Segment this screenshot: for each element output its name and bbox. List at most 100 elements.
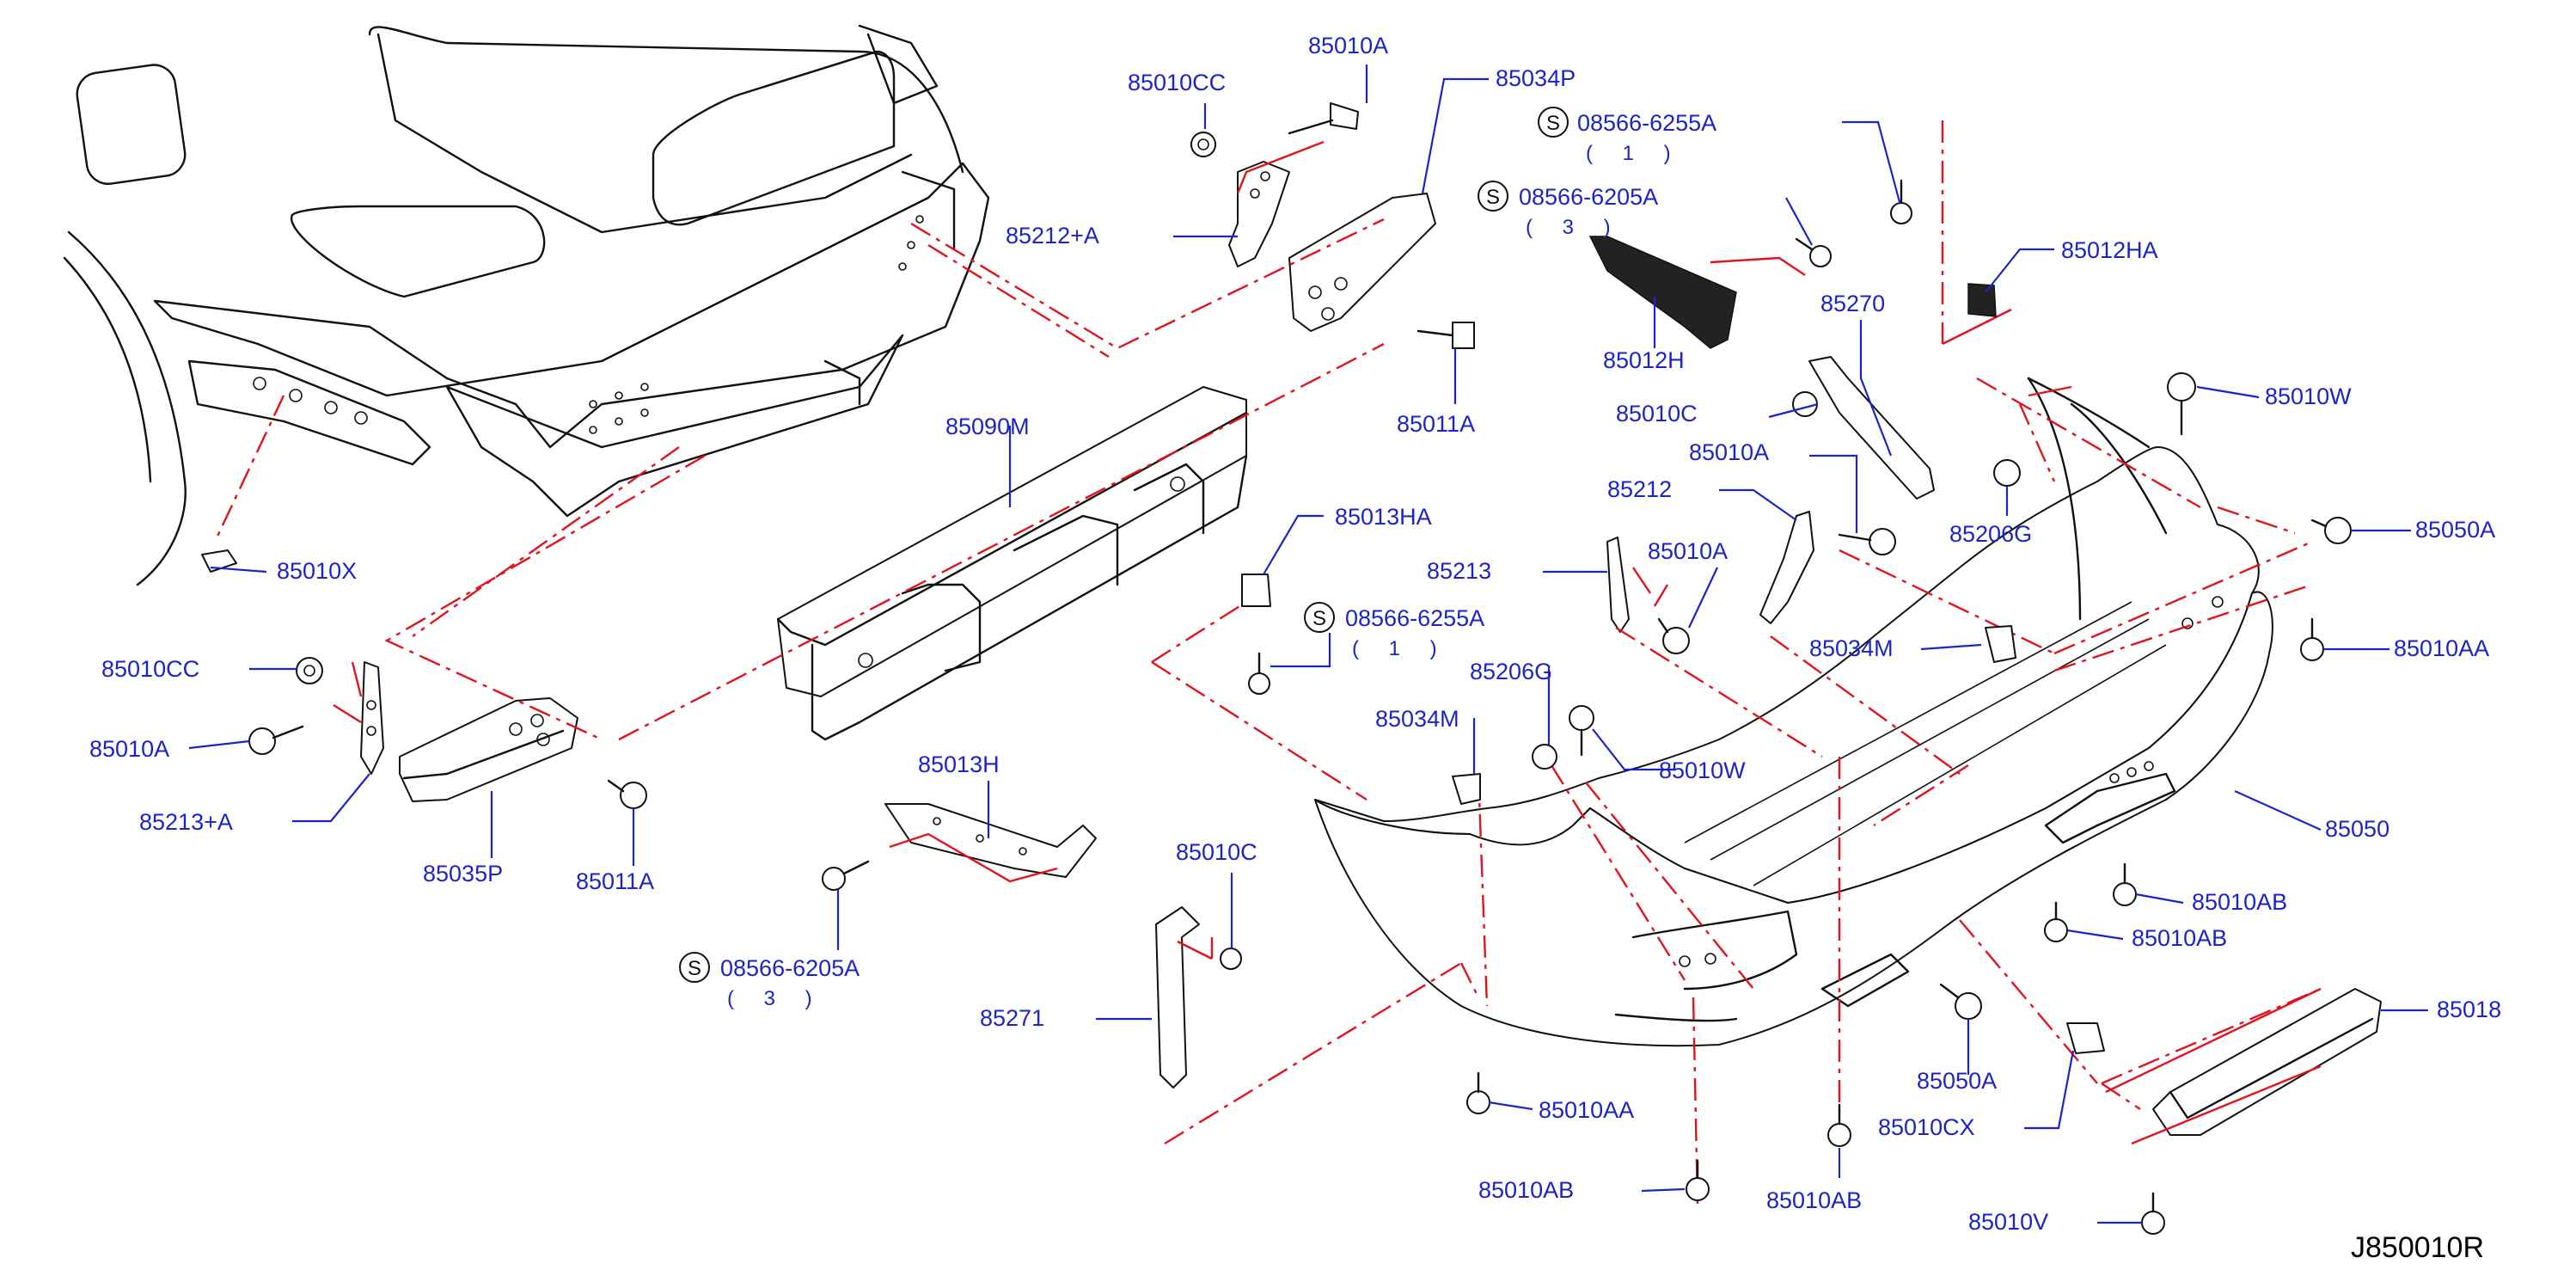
bracket-85013H: [884, 803, 1097, 878]
screw-callout-3: S 08566-6255A ( 1 ): [1304, 602, 1484, 660]
screw-symbol-2: S: [1486, 186, 1500, 209]
vehicle-rear-body: [63, 24, 990, 586]
screw-callout-2: S 08566-6205A ( 3 ): [1478, 181, 1658, 239]
screw-code-1: 08566-6255A: [1577, 110, 1716, 136]
leader-lines: [188, 64, 2428, 1224]
label-85270: 85270: [1820, 291, 1885, 316]
bolt-85010A-left: [248, 725, 304, 755]
bracket-85271: [1155, 906, 1200, 1089]
label-85010C-mid: 85010C: [1176, 839, 1257, 865]
label-85212: 85212: [1607, 476, 1672, 502]
screw-symbol-4: S: [688, 957, 701, 980]
label-85034P: 85034P: [1496, 65, 1576, 91]
label-85010AB-bot2: 85010AB: [1766, 1187, 1862, 1213]
label-85012HA: 85012HA: [2061, 237, 2158, 263]
garnish-85018: [2152, 988, 2382, 1136]
nut-85010C-mid: [1220, 948, 1242, 970]
clip-85010W-mid: [1569, 705, 1594, 757]
label-85010A-mid: 85010A: [1648, 538, 1728, 564]
label-85050A-right: 85050A: [2415, 517, 2495, 543]
label-85011A-left: 85011A: [576, 868, 654, 894]
bolt-85011A-left: [607, 779, 647, 809]
screw-qty-1: ( 1 ): [1586, 142, 1683, 165]
label-85010AA-right: 85010AA: [2394, 635, 2489, 661]
hardware: [201, 102, 2352, 1235]
label-85010AA-bot: 85010AA: [1539, 1097, 1634, 1123]
diagram-code: J850010R: [2351, 1231, 2484, 1264]
label-85018: 85018: [2437, 997, 2501, 1022]
label-85206G-right: 85206G: [1949, 521, 2032, 547]
label-85050A-bot: 85050A: [1917, 1068, 1997, 1094]
bolt-85010AA-bot: [1466, 1071, 1490, 1114]
label-85011A-right: 85011A: [1397, 411, 1475, 437]
clip-85010CX: [2066, 1022, 2105, 1054]
grommet-85206G-mid: [1532, 744, 1557, 770]
label-85010X: 85010X: [277, 558, 357, 584]
label-85010CC-left: 85010CC: [101, 656, 199, 682]
label-85010A-top: 85010A: [1308, 33, 1388, 58]
screw-08566-6255A-top: [1890, 179, 1912, 224]
label-85035P: 85035P: [423, 861, 503, 886]
label-85010W-right: 85010W: [2265, 383, 2352, 409]
screw-code-4: 08566-6205A: [720, 955, 860, 981]
grommet-85206G-right: [1993, 459, 2021, 487]
bracket-85270: [1808, 356, 1935, 500]
label-85013HA: 85013HA: [1335, 504, 1432, 530]
screw-callout-4: S 08566-6205A ( 3 ): [679, 952, 860, 1010]
callout-lines: [213, 120, 2322, 1205]
screw-symbol-3: S: [1312, 607, 1326, 630]
label-85034M-right: 85034M: [1809, 635, 1894, 661]
bolt-85010A-mid: [1657, 617, 1690, 654]
label-85010W-mid: 85010W: [1659, 758, 1746, 783]
label-85010AB-r1: 85010AB: [2192, 889, 2287, 915]
screw-qty-2: ( 3 ): [1526, 216, 1623, 239]
label-85213: 85213: [1427, 558, 1491, 584]
label-85212A: 85212+A: [1006, 223, 1099, 248]
bolt-85010A-top: [1288, 102, 1359, 135]
bracket-85212A: [1228, 161, 1290, 267]
bolt-85010AB-bot2: [1827, 1103, 1851, 1147]
clip-85034M-mid: [1452, 773, 1481, 805]
label-85010CC-top: 85010CC: [1128, 70, 1226, 95]
clip-85013HA: [1241, 574, 1271, 607]
bracket-85213: [1606, 537, 1630, 633]
label-85090M: 85090M: [945, 414, 1030, 439]
bolt-85010AB-r1: [2113, 862, 2137, 906]
clip-85010W-right: [2167, 372, 2196, 436]
bolt-85011A-right: [1416, 322, 1475, 349]
screw-08566-6205A-left: [822, 860, 870, 891]
label-85010A-left: 85010A: [89, 736, 169, 762]
label-85271: 85271: [980, 1005, 1044, 1031]
screw-08566-6205A-right: [1795, 237, 1832, 267]
screw-qty-3: ( 1 ): [1352, 637, 1449, 660]
label-85010AB-bot: 85010AB: [1478, 1177, 1574, 1203]
label-85010AB-r2: 85010AB: [2132, 925, 2227, 951]
clip-85010X: [201, 549, 237, 573]
label-85010V: 85010V: [1968, 1209, 2048, 1235]
bracket-85034P: [1288, 193, 1436, 332]
label-85010CX: 85010CX: [1878, 1114, 1975, 1140]
bracket-85035P: [399, 697, 578, 802]
part-labels: 85010CC 85010A 85034P 85212+A 85011A 850…: [89, 33, 2501, 1235]
bracket-85012H: [1588, 236, 1737, 349]
label-85012H: 85012H: [1603, 347, 1685, 373]
bolt-85010V: [2141, 1192, 2165, 1235]
bolt-85010AB-r2: [2044, 901, 2068, 942]
bolt-85050A-right: [2310, 517, 2352, 544]
nut-85010CC-top: [1190, 132, 1216, 157]
bolt-85010AB-bot: [1686, 1159, 1710, 1201]
clip-85034M-right: [1985, 625, 2016, 663]
label-85010C-right: 85010C: [1616, 401, 1698, 426]
screw-qty-4: ( 3 ): [727, 987, 824, 1010]
label-85206G-mid: 85206G: [1470, 659, 1552, 684]
bumper-reinforcement: [776, 386, 1248, 741]
bolt-85050A-bot: [1939, 983, 1982, 1020]
nut-85010C-right: [1792, 391, 1818, 417]
label-85013H: 85013H: [918, 751, 1000, 777]
screw-symbol-1: S: [1546, 112, 1560, 135]
bracket-85212: [1759, 511, 1814, 624]
label-85050: 85050: [2325, 816, 2389, 842]
label-85213A: 85213+A: [139, 809, 233, 835]
clip-85012HA: [1967, 283, 1997, 317]
